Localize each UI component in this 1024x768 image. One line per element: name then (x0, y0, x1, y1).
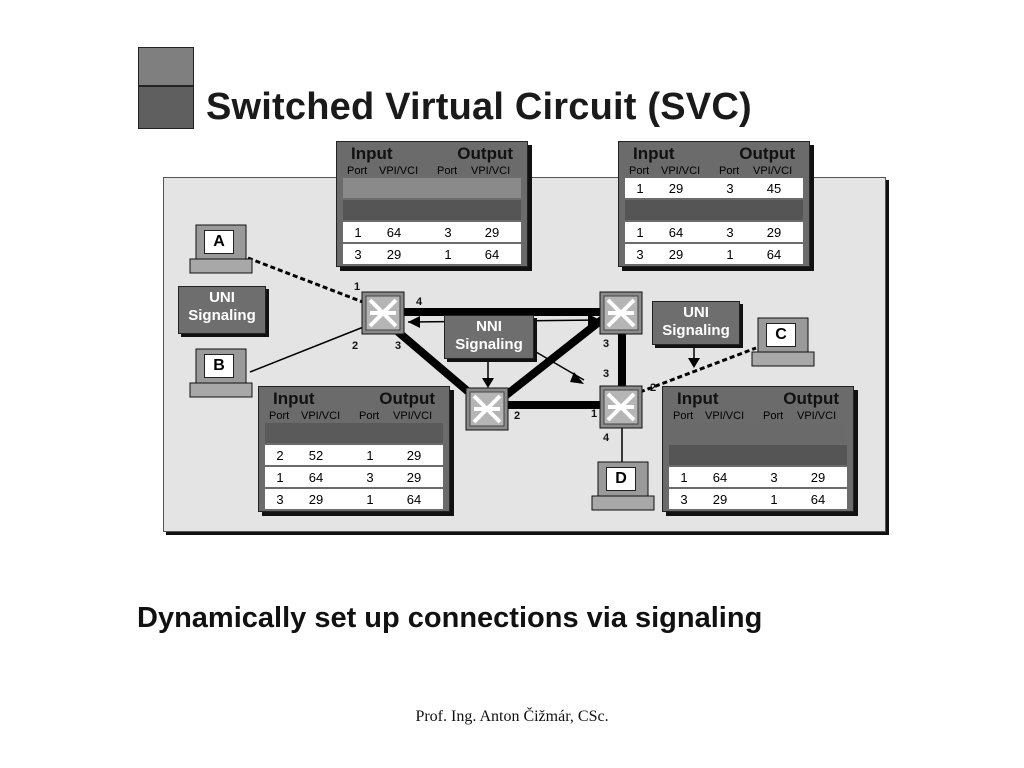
terminal-a-label: A (204, 230, 234, 254)
slide-title: Switched Virtual Circuit (SVC) (206, 86, 752, 128)
sw1-port-2: 2 (352, 340, 359, 352)
switch-1 (361, 291, 405, 335)
sw4-port-3: 3 (603, 368, 610, 380)
terminal-b-label: B (204, 354, 234, 378)
arrowheads (408, 314, 700, 388)
sw1-port-1: 1 (354, 281, 361, 293)
sw1-port-4: 4 (416, 296, 423, 308)
terminal-d-label: D (606, 467, 636, 491)
sw4-port-1: 1 (591, 408, 598, 420)
slide-footer: Prof. Ing. Anton Čižmár, CSc. (415, 708, 609, 725)
link-sw1-sw2 (387, 321, 481, 404)
trunk-links (387, 308, 626, 409)
switch-2 (465, 387, 509, 431)
sw4-port-4: 4 (603, 432, 610, 444)
sw3-port-3: 3 (603, 338, 610, 350)
sw2-port-2: 2 (514, 410, 521, 422)
switch-3 (599, 291, 643, 335)
decorative-square-top (138, 47, 194, 86)
sw4-port-2: 2 (650, 382, 657, 394)
sw1-port-3: 3 (395, 340, 402, 352)
slide-subtitle: Dynamically set up connections via signa… (137, 602, 763, 634)
link-sw2-sw3 (497, 314, 607, 404)
switch-4 (599, 385, 643, 429)
decorative-square-bottom (138, 86, 194, 129)
terminal-c-label: C (766, 323, 796, 347)
